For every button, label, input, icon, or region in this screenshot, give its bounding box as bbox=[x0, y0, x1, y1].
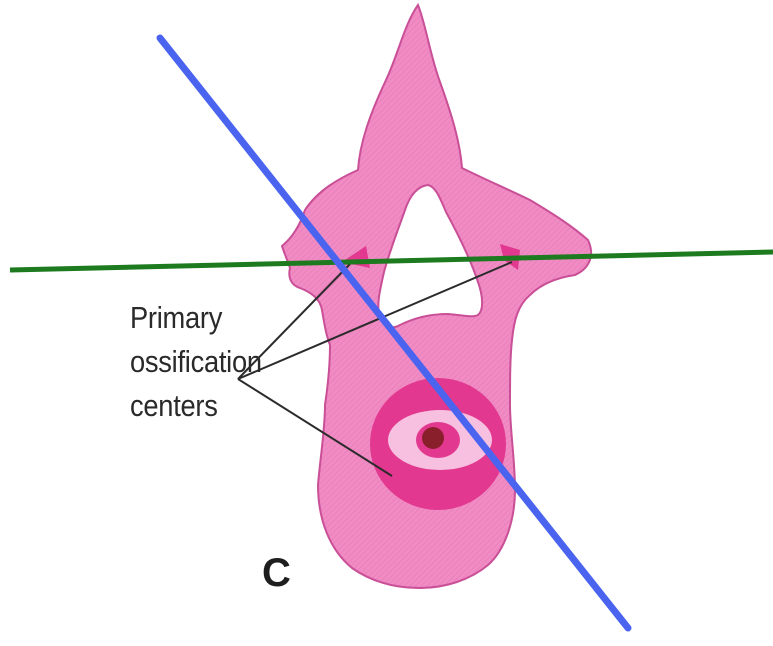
label-line-3: centers bbox=[130, 384, 262, 428]
label-line-1: Primary bbox=[130, 296, 262, 340]
panel-letter: C bbox=[262, 551, 291, 596]
label-line-2: ossification bbox=[130, 340, 262, 384]
ossification-label: Primary ossification centers bbox=[130, 296, 280, 428]
nucleus-dot bbox=[422, 427, 444, 449]
